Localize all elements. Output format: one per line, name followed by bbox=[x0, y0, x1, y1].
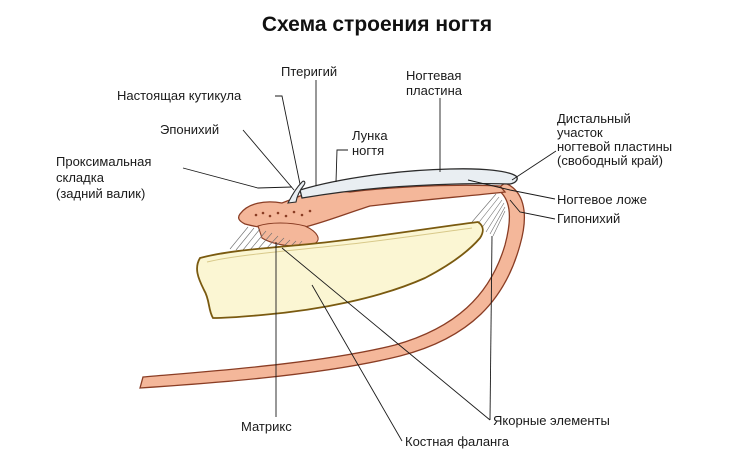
label-true-cuticle: Настоящая кутикула bbox=[117, 88, 242, 103]
matrix-tissue bbox=[257, 222, 319, 247]
diagram-title: Схема строения ногтя bbox=[262, 13, 492, 36]
label-anchor-elements: Якорные элементы bbox=[493, 413, 610, 428]
label-nail-plate-2: пластина bbox=[406, 83, 463, 98]
label-lunula-2: ногтя bbox=[352, 143, 384, 158]
hyponychium-anchor-fibers bbox=[471, 193, 506, 237]
labels: Птеригий Настоящая кутикула Ногтевая пла… bbox=[56, 64, 672, 449]
label-phalanx: Костная фаланга bbox=[405, 434, 510, 449]
label-proximal-fold-1: Проксимальная bbox=[56, 154, 151, 169]
label-distal-2: участок bbox=[557, 125, 603, 140]
label-nail-bed: Ногтевое ложе bbox=[557, 192, 647, 207]
leader-lines bbox=[182, 80, 557, 442]
bone-inner-edge bbox=[206, 227, 473, 263]
bone-phalanx bbox=[196, 221, 484, 319]
label-distal-3: ногтевой пластины bbox=[557, 139, 672, 154]
label-proximal-fold-2: складка bbox=[56, 170, 105, 185]
label-proximal-fold-3: (задний валик) bbox=[56, 186, 145, 201]
label-nail-plate-1: Ногтевая bbox=[406, 68, 461, 83]
label-pterygium: Птеригий bbox=[281, 64, 337, 79]
label-distal-4: (свободный край) bbox=[557, 153, 663, 168]
matrix-anchor-fibers bbox=[229, 226, 303, 251]
label-hyponychium: Гипонихий bbox=[557, 211, 620, 226]
fold-dots bbox=[254, 209, 312, 218]
label-lunula-1: Лунка bbox=[352, 128, 388, 143]
cuticle-hook bbox=[287, 180, 306, 204]
nail-plate-shape bbox=[299, 168, 518, 199]
label-matrix: Матрикс bbox=[241, 419, 292, 434]
label-distal-1: Дистальный bbox=[557, 111, 631, 126]
label-eponychium: Эпонихий bbox=[160, 122, 219, 137]
